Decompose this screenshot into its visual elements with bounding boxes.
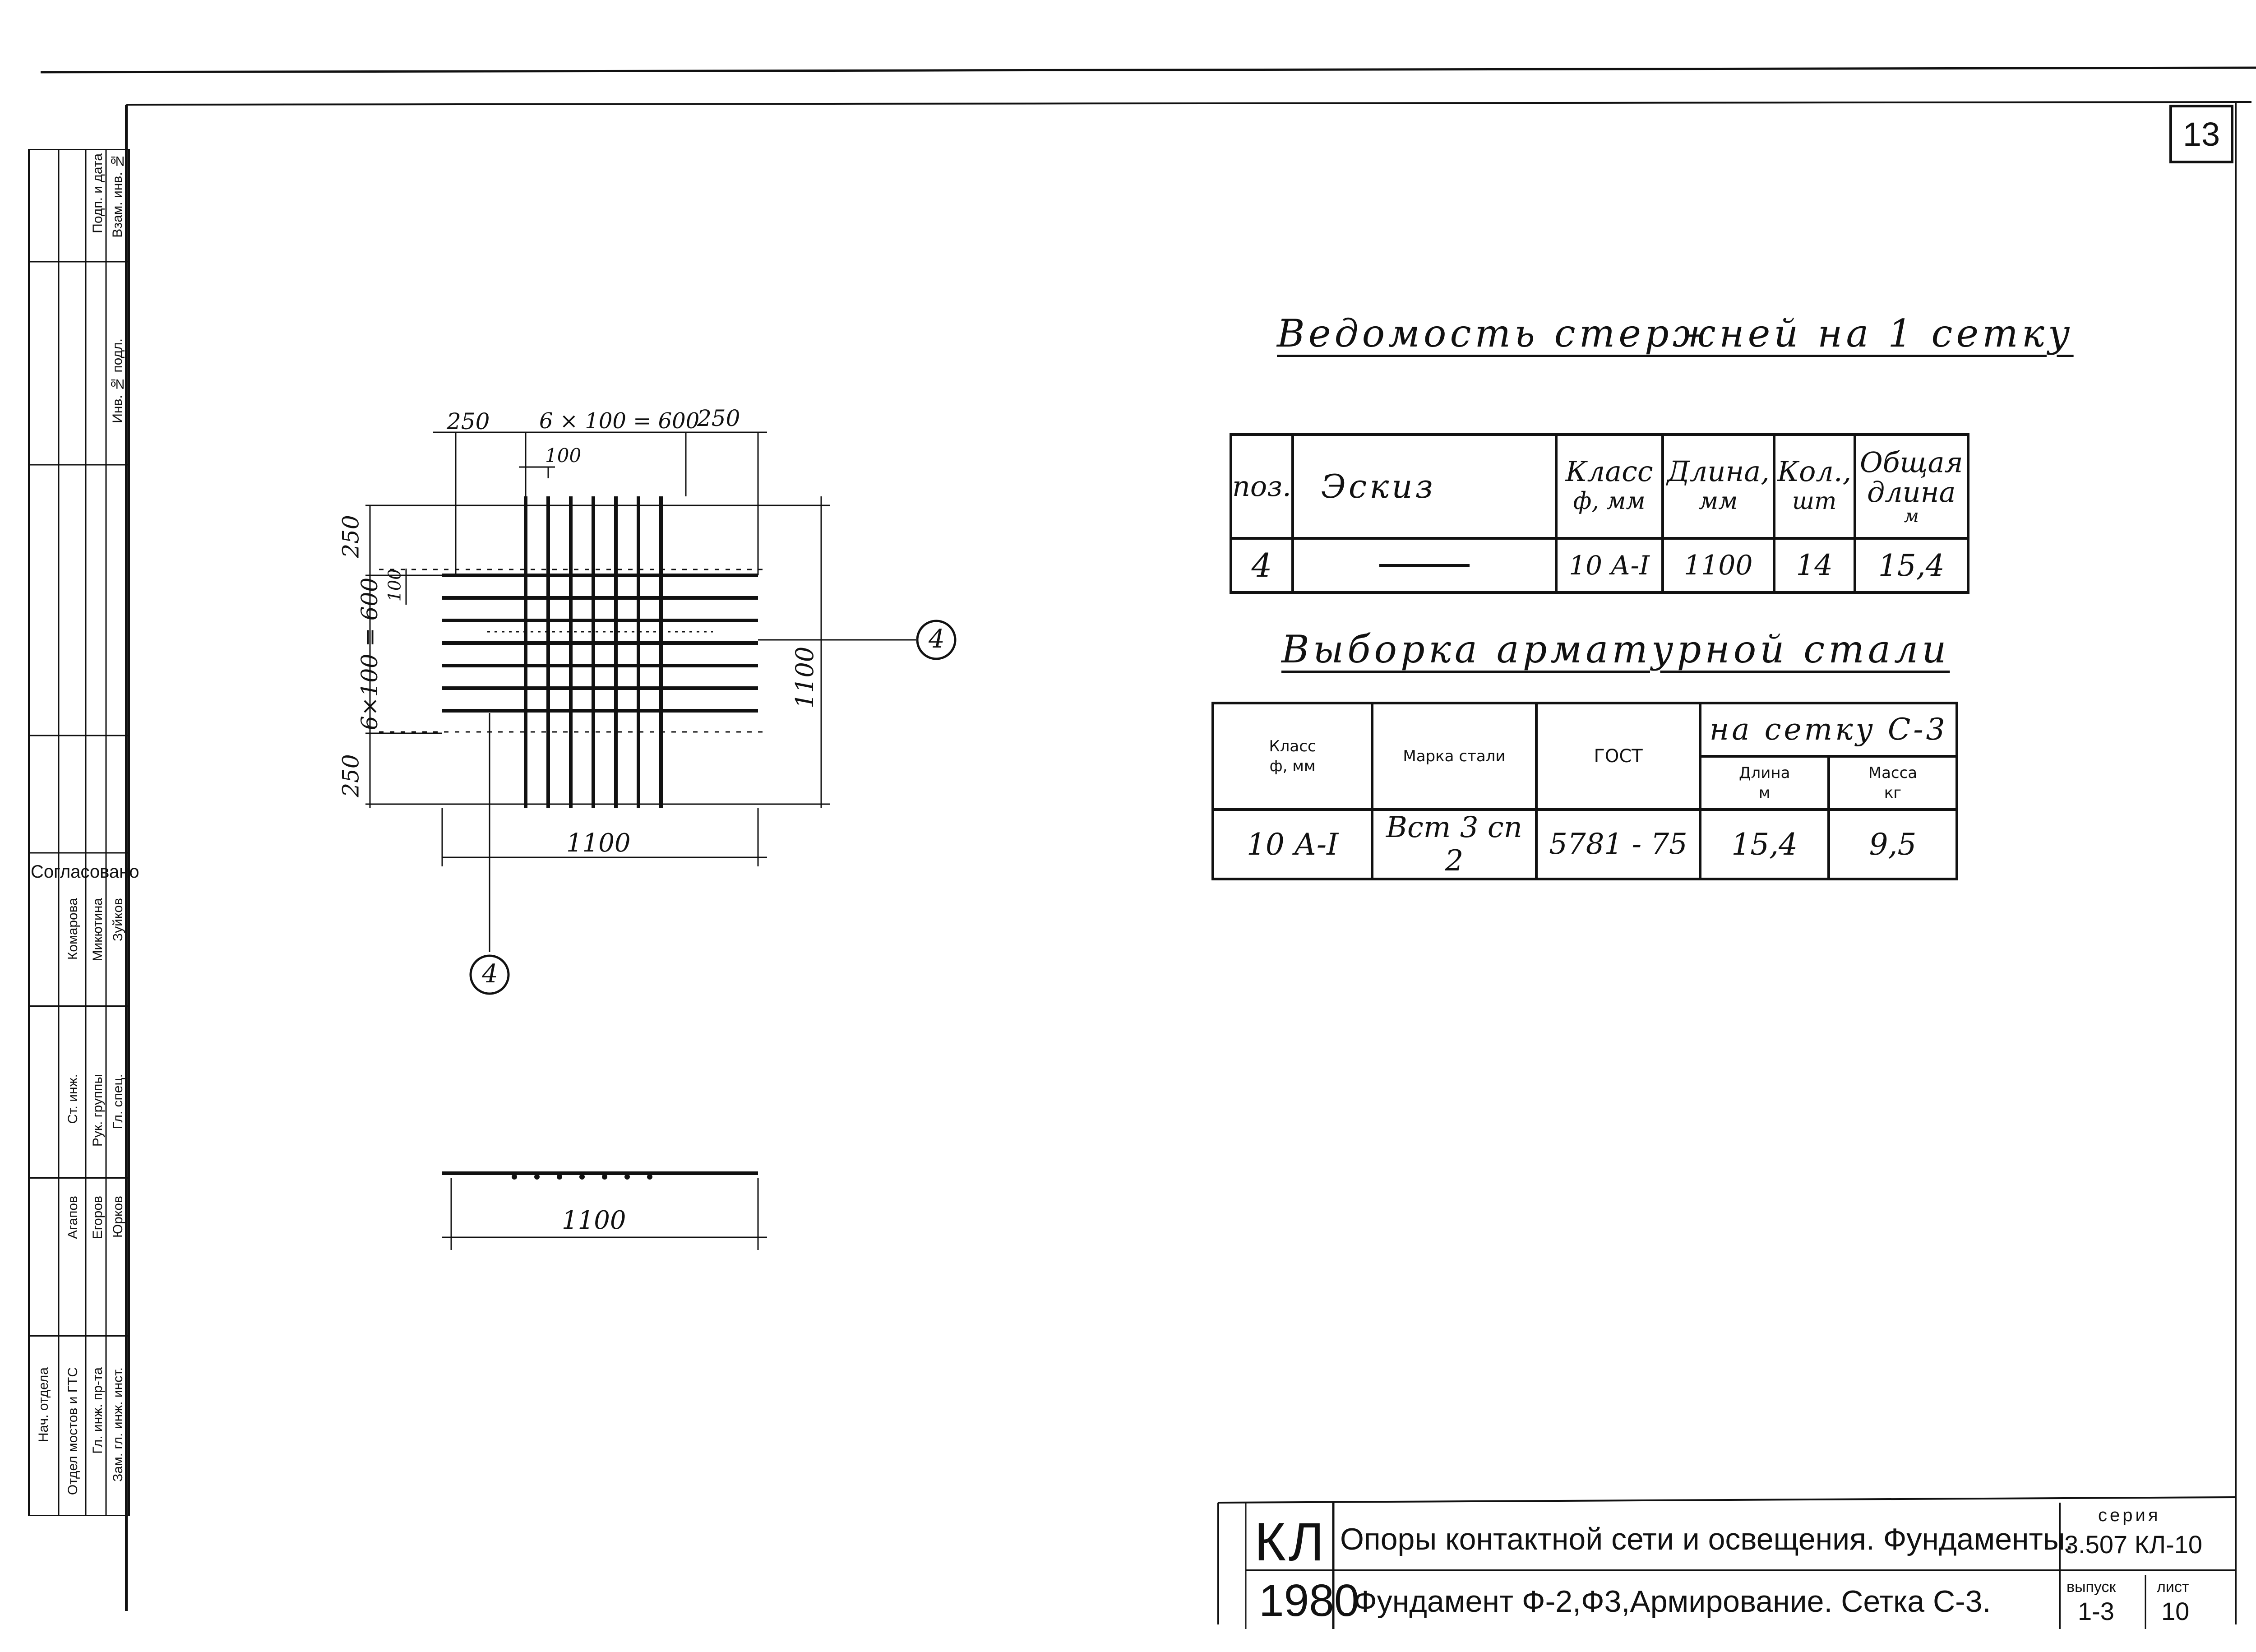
th-steel-per-mesh: на сетку С-3	[1699, 702, 1958, 758]
approval-sidebar: Взам. инв. № Подп. и дата Инв. № подл. С…	[27, 148, 139, 1517]
series-value: 3.507 КЛ-10	[2064, 1530, 2203, 1559]
dim-top-mid: 6 × 100 = 600	[539, 408, 700, 434]
dim-top-right: 250	[697, 405, 740, 431]
th-steel-length: Длина м	[1699, 755, 1830, 811]
steel-header-row-2: Длина м Масса кг	[1213, 755, 1959, 811]
steel-header-row-1: Класс ф, мм Марка стали ГОСТ на сетку С-…	[1211, 702, 1958, 811]
mesh-horizontal-bars	[442, 574, 758, 713]
bars-schedule-row: 4 10 А-I 1100 14 15,4	[1230, 537, 1970, 594]
issue-value: 1-3	[2078, 1597, 2114, 1625]
sidebar-role-2: Рук. группы	[90, 1074, 105, 1147]
sidebar-role-6: Отдел мостов и ГТС	[65, 1367, 80, 1495]
sheet-number-box: 13	[2169, 105, 2233, 163]
th-steel-grade: Марка стали	[1371, 702, 1538, 811]
sidebar-grid	[28, 148, 130, 1517]
steel-selection-title: Выборка арматурной стали	[1281, 627, 1950, 671]
callout-label-right: 4	[929, 625, 945, 654]
dim-right: 1100	[791, 646, 819, 709]
sidebar-role-7: Нач. отдела	[36, 1367, 51, 1443]
sidebar-role-5: Гл. инж. пр-та	[90, 1367, 105, 1454]
th-steel-gost: ГОСТ	[1535, 702, 1702, 811]
bars-schedule-title: Ведомость стержней на 1 сетку	[1277, 311, 2074, 356]
sheet-label: лист	[2157, 1578, 2189, 1596]
sidebar-header-3: Инв. № подл.	[110, 338, 125, 423]
dim-left-top: 250	[337, 515, 364, 558]
callout-circle-right	[916, 620, 957, 660]
sidebar-header-1: Взам. инв. №	[110, 153, 125, 238]
sidebar-name-2: Егоров	[90, 1196, 105, 1240]
title-block-line2: Фундамент Ф-2,Ф3,Армирование. Сетка С-3.	[1354, 1584, 1991, 1619]
dim-left-step: 100	[384, 569, 405, 602]
th-steel-mass: Масса кг	[1827, 755, 1959, 811]
dim-bottom: 1100	[566, 828, 631, 858]
title-block-line1: Опоры контактной сети и освещения. Фунда…	[1340, 1522, 2074, 1556]
bar-sketch-line	[1379, 564, 1470, 567]
title-block: КЛ 1980 Опоры контактной сети и освещени…	[1245, 1503, 2236, 1629]
sidebar-name-5: Микютина	[90, 898, 105, 962]
th-steel-class: Класс ф, мм	[1211, 702, 1374, 811]
th-total: Общая длина м	[1853, 433, 1970, 540]
sheet-value: 10	[2161, 1597, 2190, 1625]
sidebar-role-3: Ст. инж.	[65, 1074, 80, 1124]
steel-selection-table: Класс ф, мм Марка стали ГОСТ на сетку С-…	[1211, 702, 1959, 880]
th-sketch: Эскиз	[1291, 433, 1558, 540]
sidebar-name-4: Зуйков	[111, 898, 125, 941]
issue-label: выпуск	[2066, 1578, 2116, 1596]
callout-circle-bottom	[469, 954, 510, 995]
callout-label-bottom: 4	[482, 959, 498, 989]
dim-left-mid: 6×100 = 600	[356, 577, 383, 731]
sidebar-role-4: Зам. гл. инж. инст.	[111, 1367, 125, 1482]
dim-step-top: 100	[545, 444, 582, 467]
mesh-plan-drawing	[365, 431, 957, 995]
th-class: Класс ф, мм	[1554, 433, 1664, 540]
title-block-grid	[1245, 1503, 2236, 1629]
th-pos: поз.	[1230, 433, 1294, 540]
steel-selection-row: 10 А-I Вст 3 сп 2 5781 - 75 15,4 9,5	[1211, 808, 1959, 880]
dim-left-bottom: 250	[337, 754, 364, 797]
sidebar-agreed: Согласовано	[31, 862, 139, 882]
sidebar-role-1: Гл. спец.	[111, 1074, 125, 1129]
title-block-year: 1980	[1259, 1575, 1359, 1626]
title-block-code: КЛ	[1254, 1512, 1327, 1572]
series-label: серия	[2098, 1505, 2161, 1525]
th-count: Кол., шт	[1772, 433, 1856, 540]
bars-schedule-table: поз. Эскиз Класс ф, мм Длина, мм Кол., ш…	[1230, 433, 1970, 594]
mesh-section-drawing	[442, 1171, 767, 1250]
bars-schedule-header-row: поз. Эскиз Класс ф, мм Длина, мм Кол., ш…	[1230, 433, 1970, 540]
sidebar-name-6: Комарова	[65, 898, 80, 960]
section-dim: 1100	[562, 1206, 626, 1235]
th-length: Длина, мм	[1661, 433, 1775, 540]
dim-top-left: 250	[447, 408, 490, 435]
mesh-vertical-bars	[524, 496, 663, 808]
sidebar-header-2: Подп. и дата	[90, 153, 105, 233]
sidebar-name-3: Агапов	[65, 1196, 80, 1239]
sidebar-name-1: Юрков	[111, 1196, 125, 1238]
sheet-number: 13	[2182, 115, 2220, 153]
